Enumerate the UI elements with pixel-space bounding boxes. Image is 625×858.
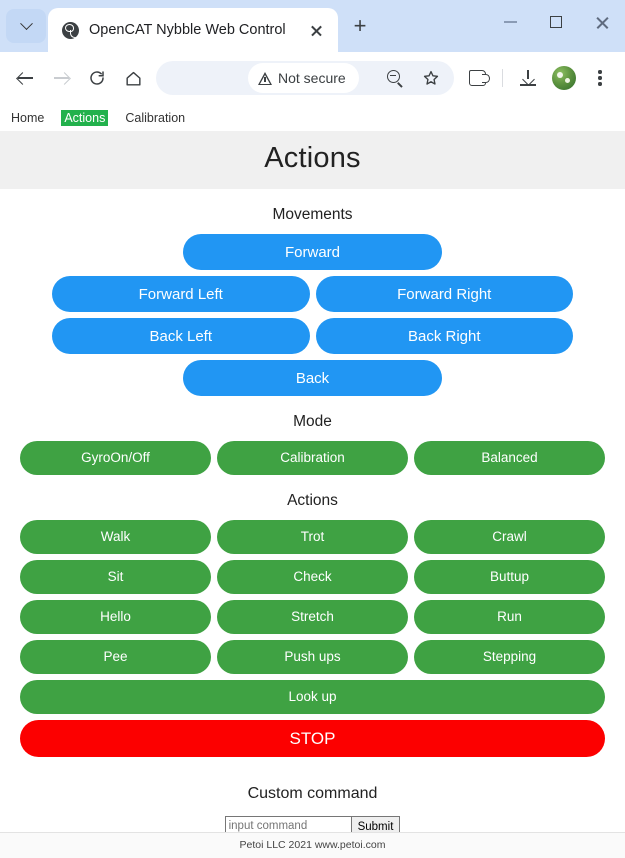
home-button[interactable] <box>116 61 150 95</box>
tab-strip: OpenCAT Nybble Web Control + <box>0 0 625 52</box>
stop-button[interactable]: STOP <box>20 720 605 757</box>
globe-icon <box>62 21 79 39</box>
action-pushups-button[interactable]: Push ups <box>217 640 408 674</box>
mode-row: GyroOn/Off Calibration Balanced <box>0 441 625 475</box>
action-walk-button[interactable]: Walk <box>20 520 211 554</box>
nav-link-home[interactable]: Home <box>11 111 45 125</box>
omnibox-actions <box>378 61 448 95</box>
actions-row: Pee Push ups Stepping <box>0 640 625 674</box>
browser-toolbar: Not secure <box>0 52 625 104</box>
profile-button[interactable] <box>547 61 581 95</box>
reload-icon <box>90 71 104 85</box>
forward-right-button[interactable]: Forward Right <box>315 276 573 312</box>
custom-command-submit-button[interactable]: Submit <box>350 816 401 837</box>
site-nav: Home Actions Calibration <box>0 104 625 131</box>
chevron-down-icon <box>19 16 33 30</box>
new-tab-button[interactable]: + <box>353 13 367 38</box>
mode-gyro-button[interactable]: GyroOn/Off <box>20 441 211 475</box>
maximize-button[interactable] <box>533 0 579 44</box>
address-bar[interactable]: Not secure <box>156 61 454 95</box>
page-footer: Petoi LLC 2021 www.petoi.com <box>0 832 625 858</box>
minimize-button[interactable] <box>487 0 533 44</box>
page-title: Actions <box>264 142 361 174</box>
movements-row-forward: Forward <box>0 234 625 270</box>
actions-row: Walk Trot Crawl <box>0 520 625 554</box>
mode-calibration-button[interactable]: Calibration <box>217 441 408 475</box>
action-crawl-button[interactable]: Crawl <box>414 520 605 554</box>
back-arrow-icon <box>17 70 34 87</box>
forward-arrow-icon <box>53 70 70 87</box>
action-run-button[interactable]: Run <box>414 600 605 634</box>
toolbar-divider <box>502 69 503 87</box>
action-stepping-button[interactable]: Stepping <box>414 640 605 674</box>
actions-row: Hello Stretch Run <box>0 600 625 634</box>
zoom-button[interactable] <box>378 61 412 95</box>
custom-command-form: Submit <box>0 816 625 837</box>
zoom-out-icon <box>387 70 403 86</box>
close-icon <box>595 15 610 30</box>
back-left-button[interactable]: Back Left <box>52 318 310 354</box>
tab-title: OpenCAT Nybble Web Control <box>89 22 286 38</box>
actions-row-stop: STOP <box>0 720 625 757</box>
star-icon <box>423 70 439 85</box>
back-button[interactable] <box>8 61 42 95</box>
maximize-icon <box>550 16 562 28</box>
forward-button-action[interactable]: Forward <box>183 234 442 270</box>
window-controls <box>487 0 625 44</box>
downloads-button[interactable] <box>511 61 545 95</box>
action-sit-button[interactable]: Sit <box>20 560 211 594</box>
site-security-button[interactable]: Not secure <box>248 63 359 93</box>
nav-link-calibration[interactable]: Calibration <box>125 111 186 125</box>
actions-row-lookup: Look up <box>0 680 625 714</box>
security-label: Not secure <box>278 70 346 86</box>
movements-row-back-lr: Back Left Back Right <box>0 318 625 354</box>
forward-button[interactable] <box>44 61 78 95</box>
action-trot-button[interactable]: Trot <box>217 520 408 554</box>
movements-row-forward-lr: Forward Left Forward Right <box>0 276 625 312</box>
bookmark-button[interactable] <box>414 61 448 95</box>
actions-row: Sit Check Buttup <box>0 560 625 594</box>
movements-heading: Movements <box>272 206 353 223</box>
mode-heading: Mode <box>293 413 332 430</box>
avatar-icon <box>552 66 576 90</box>
close-icon <box>310 24 323 37</box>
home-icon <box>125 71 141 86</box>
action-pee-button[interactable]: Pee <box>20 640 211 674</box>
actions-heading: Actions <box>287 492 338 509</box>
kebab-menu-icon <box>598 70 602 86</box>
movements-row-back: Back <box>0 360 625 396</box>
nav-link-actions[interactable]: Actions <box>61 110 109 126</box>
action-check-button[interactable]: Check <box>217 560 408 594</box>
action-lookup-button[interactable]: Look up <box>20 680 605 714</box>
tab-close-button[interactable] <box>302 16 330 44</box>
warning-triangle-icon <box>258 71 272 85</box>
tab-search-button[interactable] <box>6 9 46 43</box>
minimize-icon <box>503 21 517 23</box>
extensions-button[interactable] <box>460 61 494 95</box>
custom-command-heading: Custom command <box>247 785 378 802</box>
page-header: Actions <box>0 131 625 189</box>
puzzle-piece-icon <box>468 70 490 86</box>
back-right-button[interactable]: Back Right <box>315 318 573 354</box>
mode-balanced-button[interactable]: Balanced <box>414 441 605 475</box>
back-button-action[interactable]: Back <box>183 360 442 396</box>
download-icon <box>520 70 536 86</box>
window-close-button[interactable] <box>579 0 625 44</box>
reload-button[interactable] <box>80 61 114 95</box>
action-stretch-button[interactable]: Stretch <box>217 600 408 634</box>
forward-left-button[interactable]: Forward Left <box>52 276 310 312</box>
action-buttup-button[interactable]: Buttup <box>414 560 605 594</box>
browser-menu-button[interactable] <box>583 61 617 95</box>
action-hello-button[interactable]: Hello <box>20 600 211 634</box>
browser-tab[interactable]: OpenCAT Nybble Web Control <box>48 8 338 52</box>
